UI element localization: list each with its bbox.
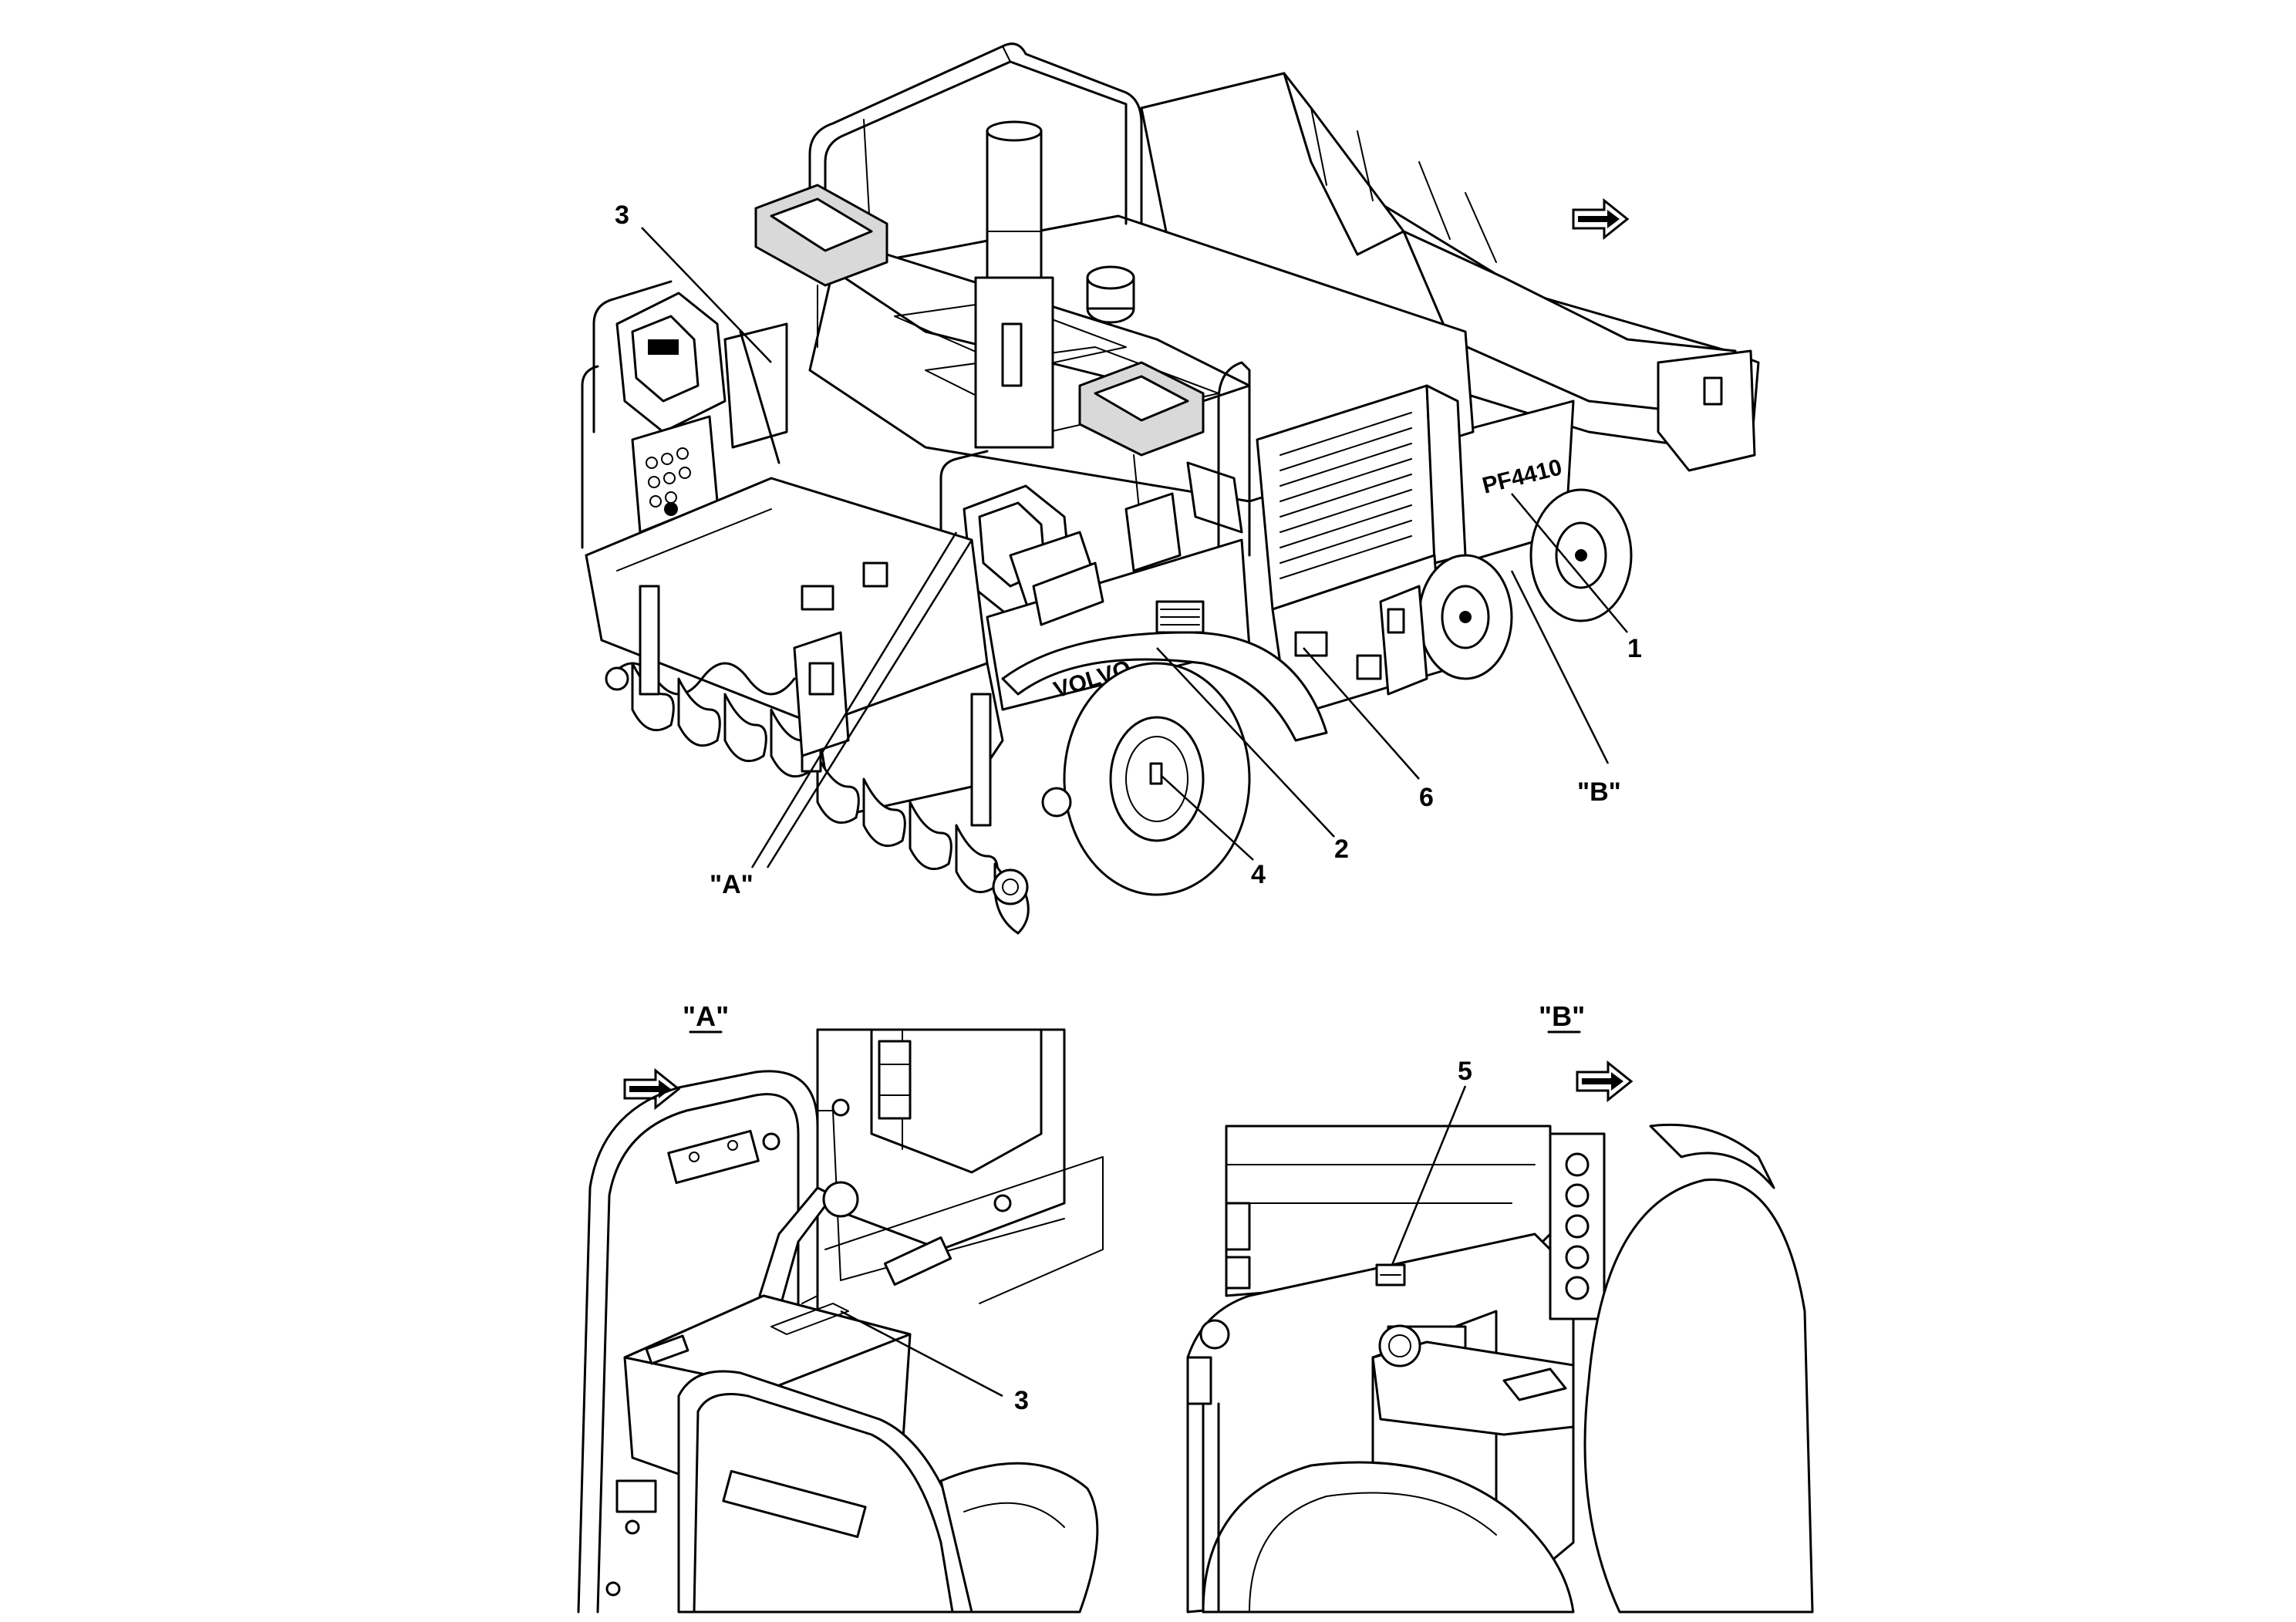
callout-6: 6	[1419, 783, 1434, 812]
callout-3-main: 3	[615, 201, 629, 230]
direction-arrow-icon	[1572, 199, 1629, 239]
detail-view-a: "A"	[577, 1000, 1104, 1614]
callout-2: 2	[1334, 835, 1349, 864]
detail-view-b: "B"	[1186, 1000, 1814, 1614]
callout-5: 5	[1458, 1057, 1472, 1086]
callout-1: 1	[1627, 634, 1642, 663]
direction-arrow-icon-b	[1576, 1061, 1633, 1101]
auger-right	[816, 754, 1030, 935]
callout-4: 4	[1251, 860, 1266, 889]
hopper-marker	[1703, 376, 1723, 406]
callout-view-a: "A"	[710, 870, 754, 899]
callout-view-b: "B"	[1577, 777, 1621, 807]
callout-3-detail: 3	[1014, 1386, 1029, 1415]
paver-main-view: PF4410	[581, 42, 1760, 935]
detail-a-title: "A"	[683, 1000, 729, 1032]
detail-b-title: "B"	[1539, 1000, 1585, 1032]
leader-lines-main	[641, 227, 1628, 868]
